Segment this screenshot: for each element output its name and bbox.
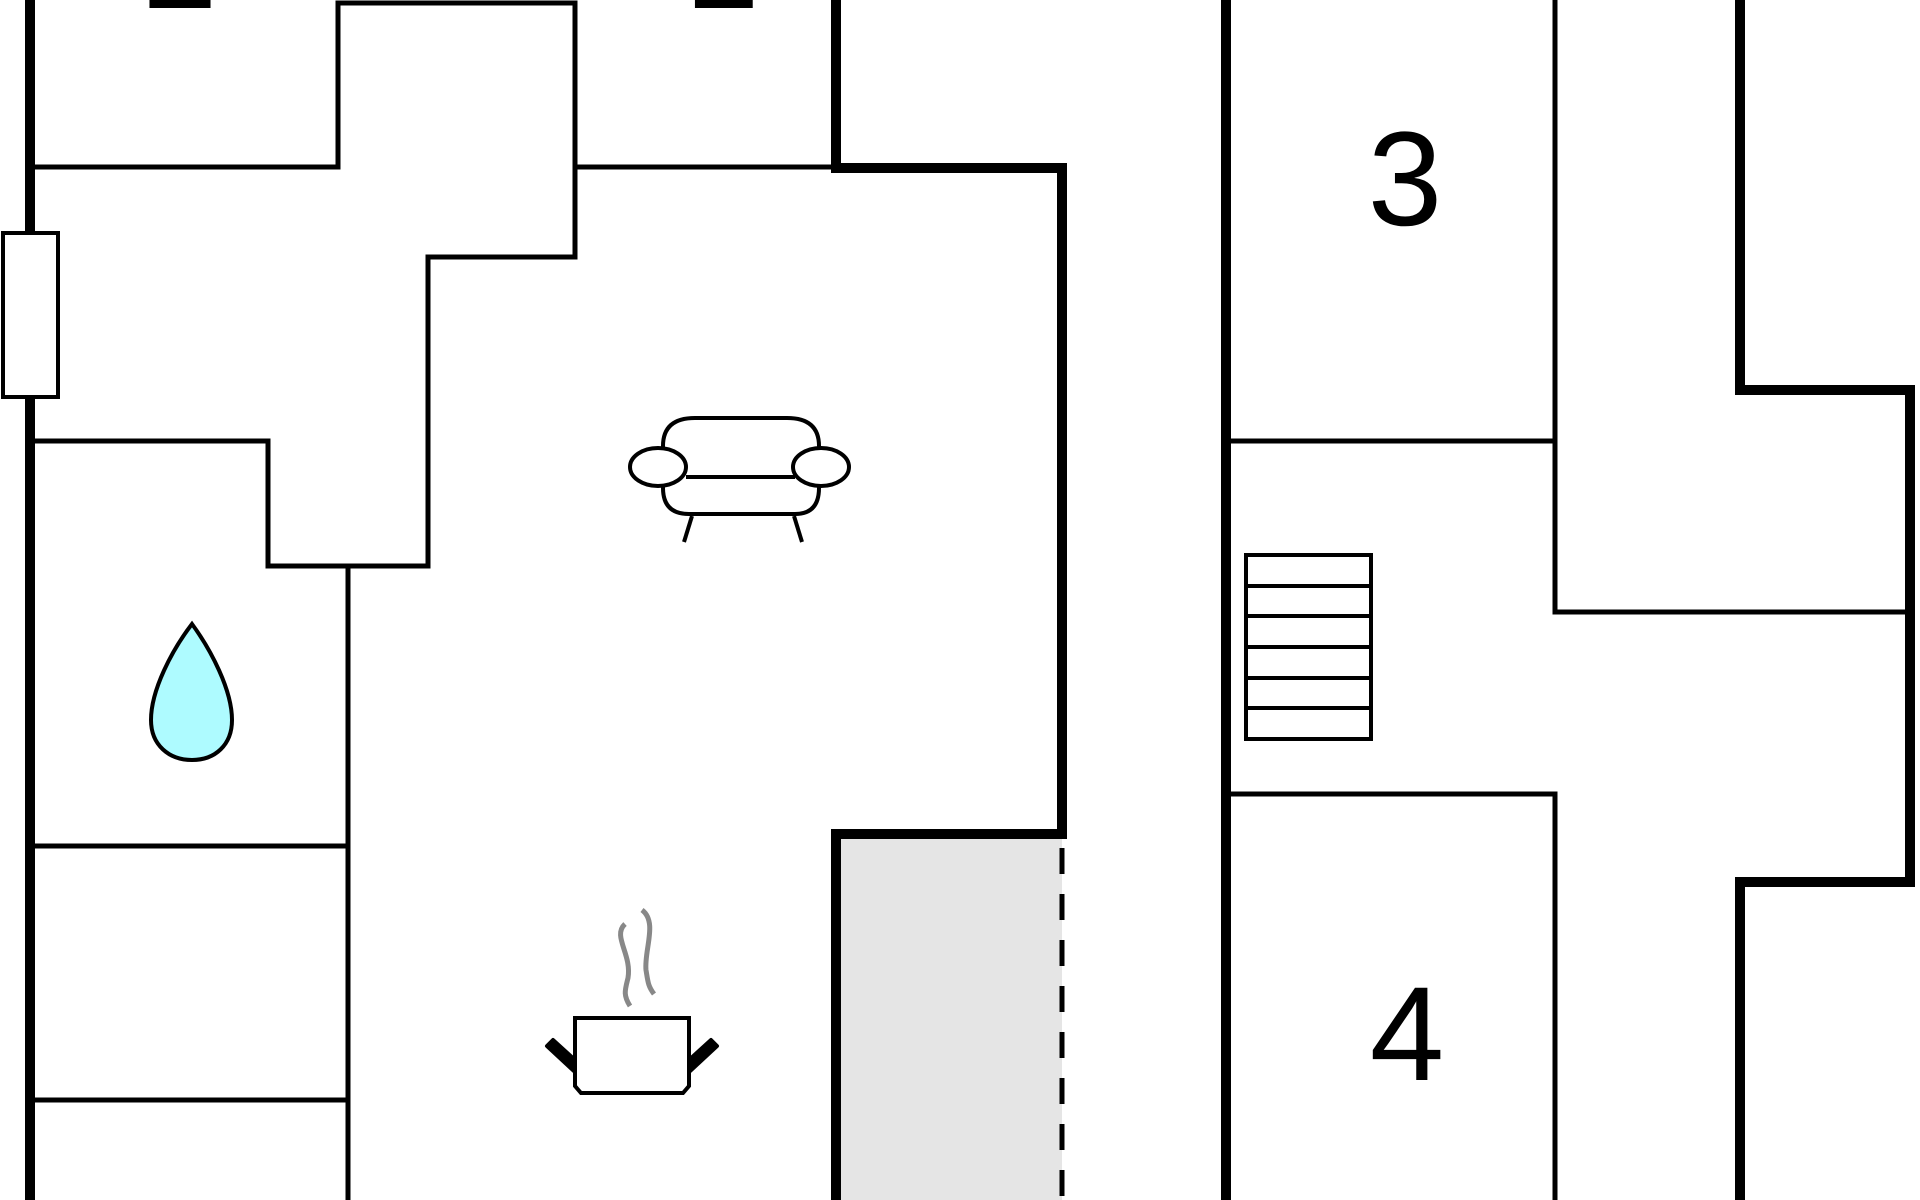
exterior-walls — [25, 0, 1915, 1200]
terrace-area — [836, 835, 1062, 1200]
interior-walls — [33, 0, 1907, 1200]
far-right-exterior-wall — [1735, 0, 1915, 1200]
room-label-3: 3 — [1368, 105, 1443, 254]
hall-wall — [33, 0, 578, 569]
central-exterior-wall — [831, 0, 1067, 1200]
stairs-icon — [1244, 553, 1373, 741]
room-label-4: 4 — [1370, 960, 1445, 1109]
entrance-door — [1, 231, 60, 399]
room-label-1: 1 — [685, 0, 760, 37]
steam-line-1 — [618, 922, 633, 1008]
cooking-pot-icon — [545, 908, 719, 1095]
bedroom-4-wall — [1230, 791, 1558, 1200]
water-drop-icon — [148, 620, 235, 763]
sofa-icon — [628, 416, 851, 543]
right-corridor-wall — [1552, 0, 1907, 615]
room-label-2: 2 — [143, 0, 218, 37]
steam-line-2 — [640, 908, 657, 996]
